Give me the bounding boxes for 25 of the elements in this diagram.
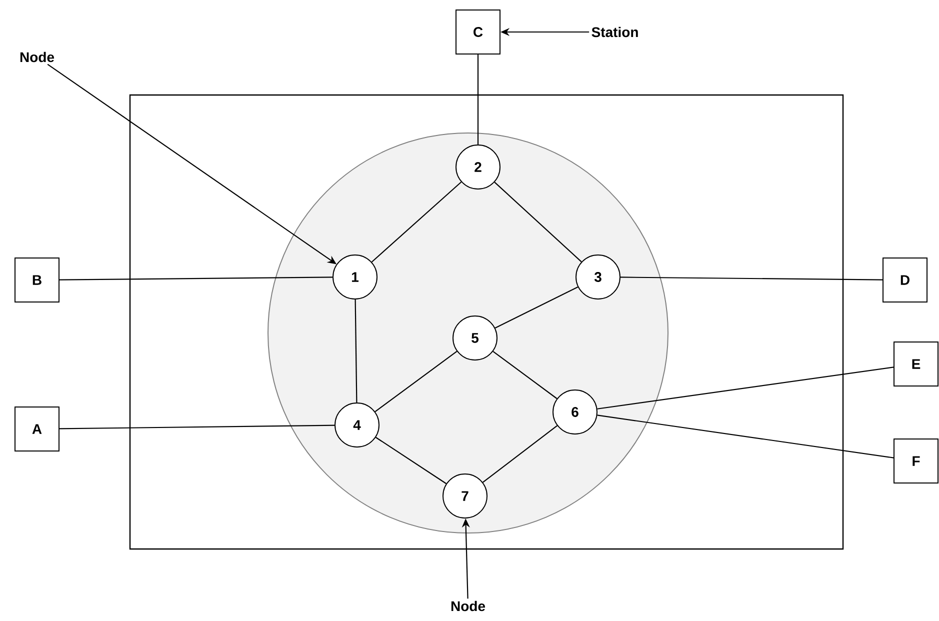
- station-box: B: [14, 258, 60, 302]
- connector-line: [60, 276, 333, 280]
- connector-line: [374, 350, 458, 412]
- connector-line: [597, 366, 894, 410]
- station-box: A: [14, 406, 60, 452]
- callout-label: Station: [592, 26, 638, 38]
- connector-line: [494, 182, 582, 262]
- connector-line: [60, 424, 335, 430]
- frame-rectangle: [129, 94, 844, 550]
- network-circle: [268, 132, 668, 534]
- connector-line: [494, 286, 578, 328]
- connector-line: [482, 425, 558, 483]
- connector-line: [371, 182, 462, 262]
- connector-line: [354, 300, 358, 403]
- callout-label: Node: [20, 52, 54, 62]
- station-box: C: [456, 10, 500, 54]
- connector-line: [477, 54, 479, 144]
- connector-line: [620, 276, 883, 280]
- station-box: D: [882, 258, 928, 302]
- connector-line: [492, 350, 558, 400]
- station-box: E: [894, 342, 939, 386]
- connector-line: [597, 414, 894, 458]
- station-box: F: [894, 438, 939, 484]
- callout-label: Node: [451, 600, 486, 612]
- connector-line: [376, 436, 446, 484]
